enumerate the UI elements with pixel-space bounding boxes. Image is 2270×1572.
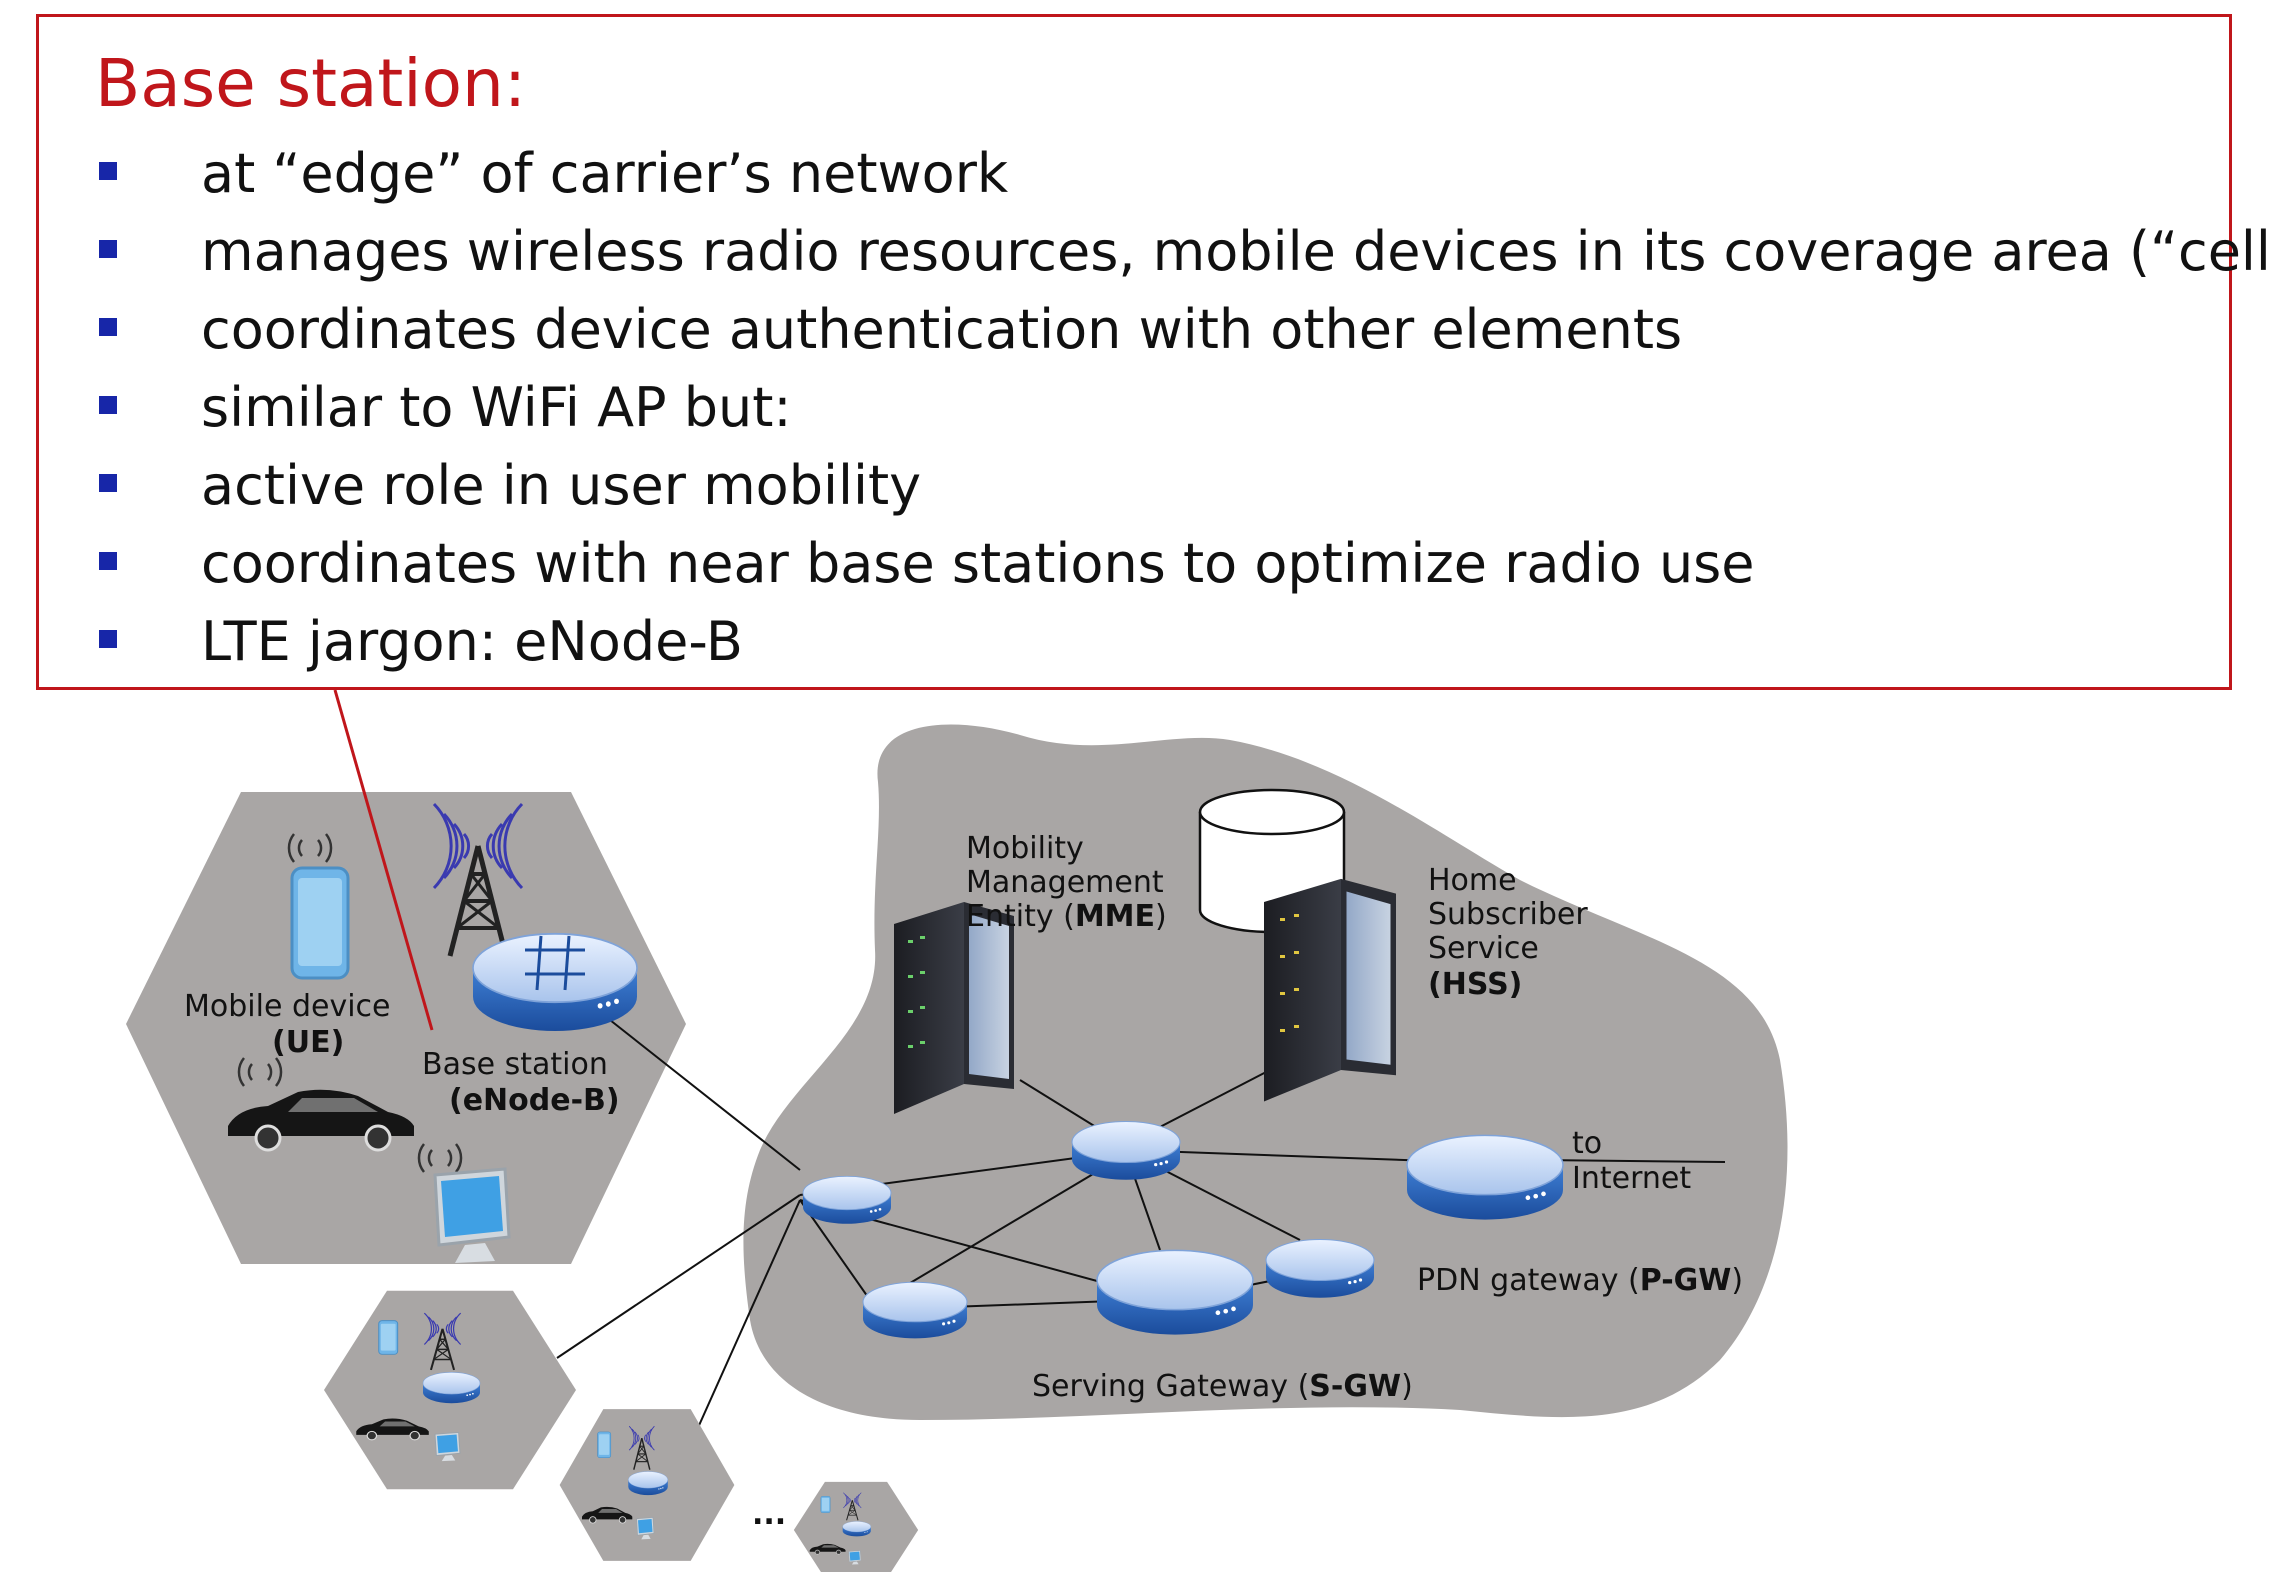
hss-abbr-label: (HSS)	[1428, 967, 1522, 1002]
router-icon	[1266, 1239, 1374, 1297]
hss-label-line1: Home	[1428, 863, 1517, 898]
callout-title: Base station:	[95, 45, 527, 122]
bullet-square-icon	[99, 162, 117, 180]
mme-label-line1: Mobility	[966, 831, 1084, 866]
bullet-list: at “edge” of carrier’s network manages w…	[95, 135, 2270, 681]
bullet-square-icon	[99, 396, 117, 414]
cell-hexagon-large	[126, 792, 686, 1264]
pgw-label: PDN gateway (P-GW)	[1417, 1263, 1743, 1298]
mme-label-line3: Entity (MME)	[966, 899, 1167, 934]
mme-label-line2: Management	[966, 865, 1164, 900]
base-station-label: Base station	[422, 1047, 608, 1082]
cell-hexagon-small	[560, 1409, 735, 1561]
bullet-square-icon	[99, 318, 117, 336]
bullet-square-icon	[99, 474, 117, 492]
callout-pointer	[333, 689, 434, 1031]
large-cell-devices	[226, 804, 637, 1265]
bullet-item: LTE jargon: eNode-B	[95, 603, 2270, 681]
base-station-logo	[525, 935, 585, 991]
base-station-callout: Base station: at “edge” of carrier’s net…	[36, 14, 2270, 690]
router-icon	[863, 1282, 967, 1338]
hss-label-line2: Subscriber	[1428, 897, 1588, 932]
router-icon	[1072, 1121, 1180, 1179]
hss-label-line3: Service	[1428, 931, 1539, 966]
mme-server-rack-icon	[894, 902, 1014, 1114]
bullet-item: coordinates device authentication with o…	[95, 291, 2270, 369]
router-icon	[473, 934, 637, 1031]
bullet-item: manages wireless radio resources, mobile…	[95, 213, 2270, 291]
bullet-item: active role in user mobility	[95, 447, 2270, 525]
pgw-router-icon	[1407, 1135, 1563, 1219]
cell-hexagon-medium	[324, 1291, 576, 1490]
sgw-router-icon	[1097, 1250, 1253, 1334]
bullet-square-icon	[99, 630, 117, 648]
bullet-square-icon	[99, 552, 117, 570]
bullet-square-icon	[99, 240, 117, 258]
ellipsis-label: ...	[752, 1497, 786, 1532]
bullet-item: similar to WiFi AP but:	[95, 369, 2270, 447]
mobile-device-label: Mobile device	[184, 989, 390, 1024]
ue-label: (UE)	[272, 1025, 344, 1060]
sgw-label: Serving Gateway (S-GW)	[1032, 1369, 1413, 1404]
hss-server-rack-icon	[1264, 878, 1396, 1102]
to-label: to	[1572, 1126, 1602, 1161]
bullet-item: at “edge” of carrier’s network	[95, 135, 2270, 213]
enodeb-label: (eNode-B)	[449, 1083, 620, 1118]
internet-label: Internet	[1572, 1161, 1691, 1196]
smartphone-icon	[290, 866, 350, 980]
router-icon	[803, 1176, 891, 1224]
cell-hexagon-tiny	[794, 1482, 918, 1572]
bullet-item: coordinates with near base stations to o…	[95, 525, 2270, 603]
